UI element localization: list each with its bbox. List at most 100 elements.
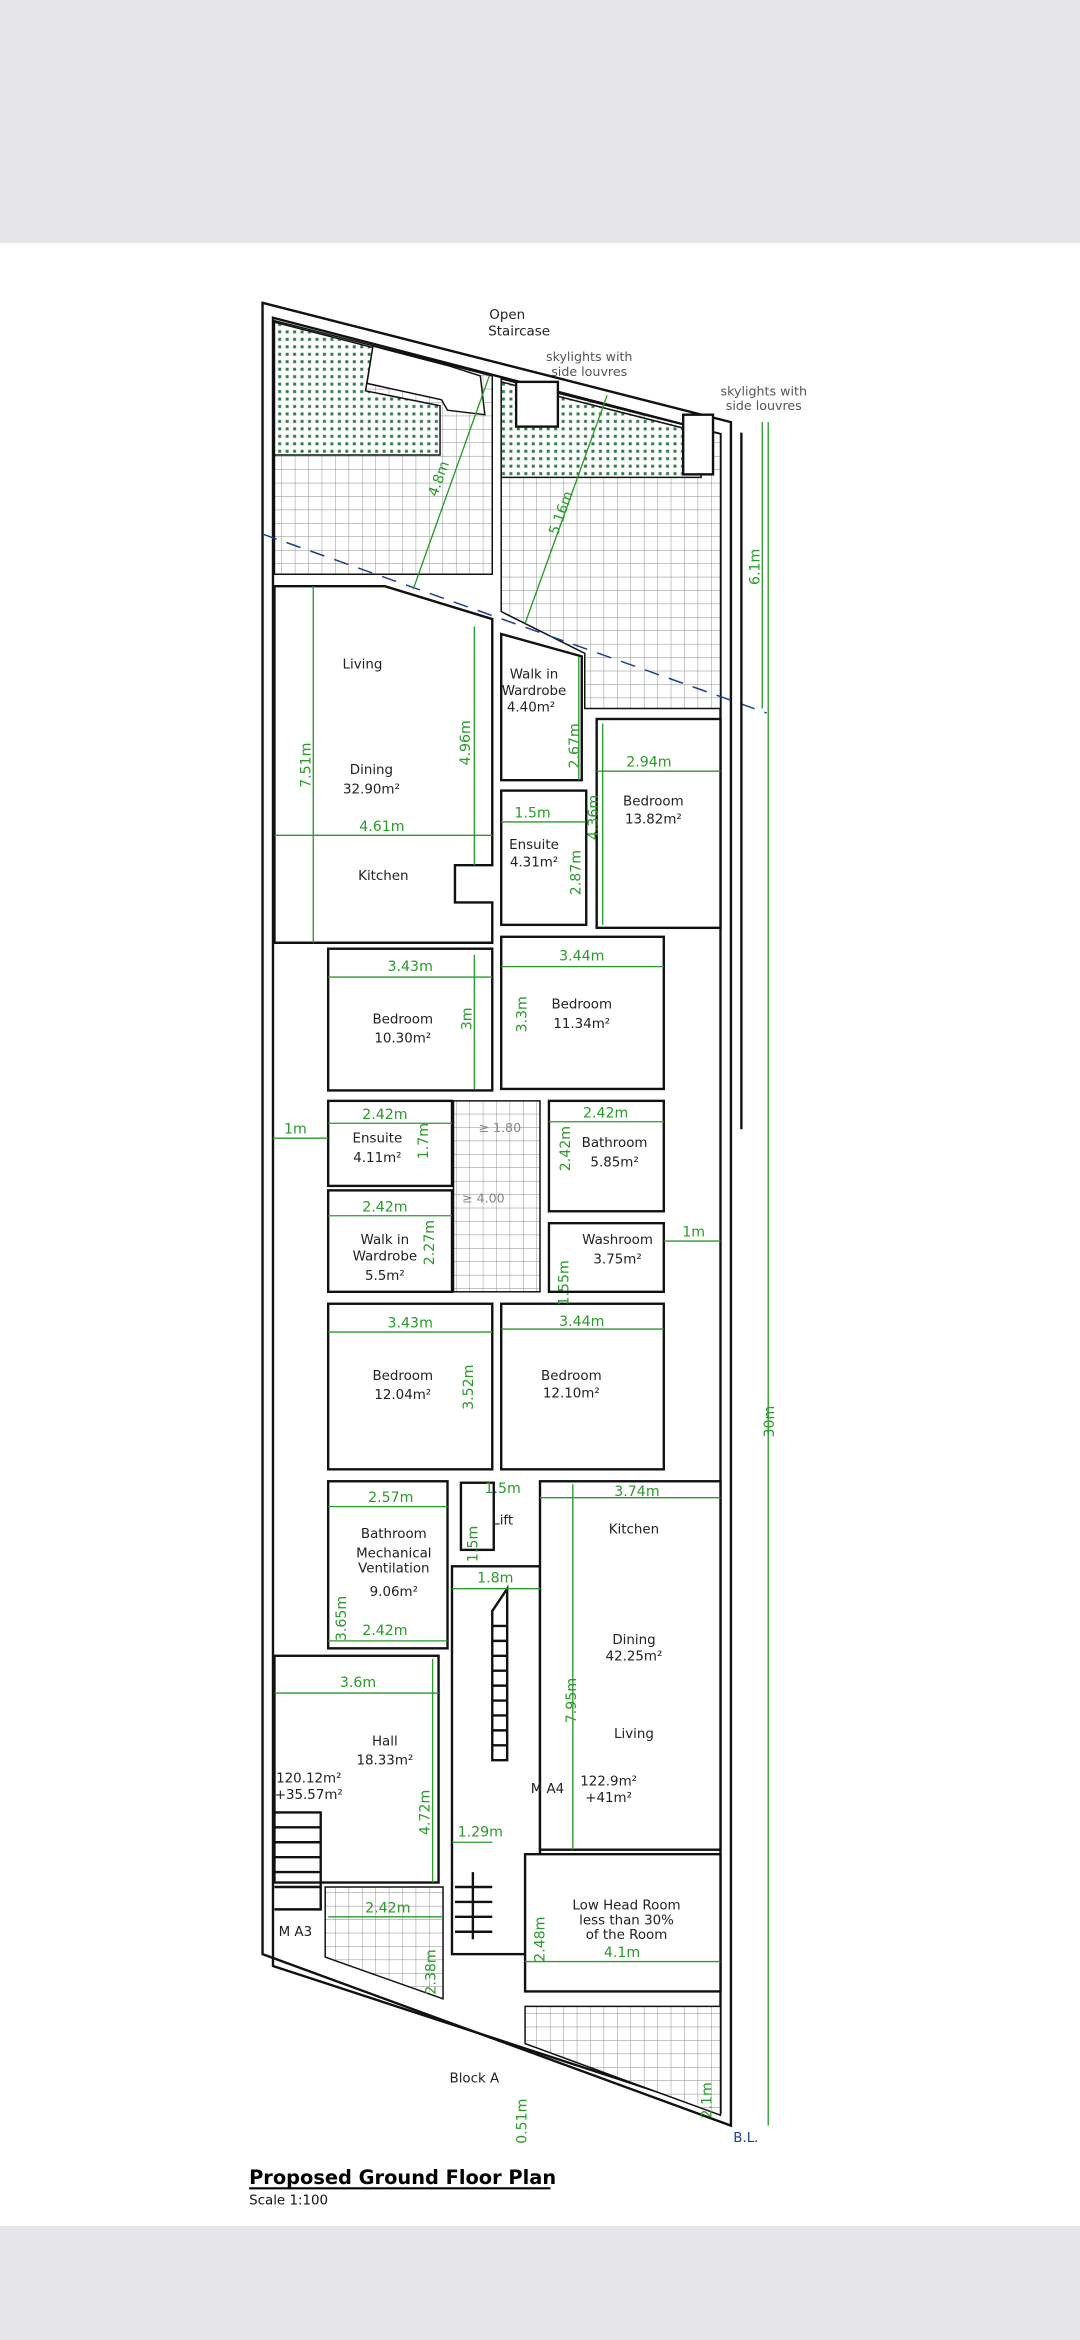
dim: 3.43m <box>388 1316 433 1332</box>
room-label: Mechanical <box>356 1546 431 1561</box>
room-label: Bedroom <box>551 997 612 1012</box>
dim: 4.96m <box>458 720 474 765</box>
open-staircase-label: Staircase <box>488 325 550 340</box>
dim: 2.42m <box>558 1126 574 1171</box>
room-area: 4.31m² <box>510 856 558 871</box>
room-area: 12.04m² <box>374 1388 431 1403</box>
dim: 4.61m <box>359 819 404 835</box>
room-label: Hall <box>372 1734 398 1749</box>
room-label: of the Room <box>586 1928 668 1943</box>
room-label: Walk in <box>361 1233 410 1248</box>
room-label: Bathroom <box>361 1527 427 1542</box>
room-bathroom-2 <box>326 1480 449 1650</box>
dim: 2.57m <box>368 1490 413 1506</box>
room-area: 18.33m² <box>356 1754 413 1769</box>
unit-area: +35.57m² <box>275 1788 343 1803</box>
room-area: 11.34m² <box>553 1017 610 1032</box>
room-bedroom-1 <box>595 717 722 930</box>
dim: 2.38m <box>424 1949 440 1994</box>
dim: 3.65m <box>334 1596 350 1641</box>
drawing-scale: Scale 1:100 <box>249 2194 328 2209</box>
room-label: Wardrobe <box>502 684 567 699</box>
skylight-label: skylights with <box>721 383 807 398</box>
skylight-2 <box>682 413 715 476</box>
room-area: 9.06m² <box>370 1585 418 1600</box>
room-bathroom-1 <box>547 1099 665 1213</box>
room-bedroom-2 <box>326 947 494 1092</box>
skylight-label: side louvres <box>726 398 802 413</box>
dim: 1.5m <box>465 1526 481 1562</box>
dim: 3.44m <box>559 949 604 965</box>
open-staircase-label: Open <box>489 308 525 323</box>
dim: 1.5m <box>485 1481 521 1497</box>
stair-flight <box>491 1584 509 1762</box>
dim: 2.48m <box>532 1917 548 1962</box>
room-label: Dining <box>612 1633 655 1648</box>
room-area: 42.25m² <box>606 1649 663 1664</box>
room-label: Wardrobe <box>353 1249 418 1264</box>
room-label: Dining <box>350 763 393 778</box>
dim: 2.87m <box>568 850 584 895</box>
skylight-1 <box>514 380 560 428</box>
stair-flight-lower <box>454 1872 493 1940</box>
dim: 30m <box>762 1406 778 1438</box>
dim: 1.8m <box>477 1571 513 1587</box>
dim: 2.42m <box>362 1623 407 1639</box>
room-area: 10.30m² <box>374 1032 431 1047</box>
dim: 3.44m <box>559 1314 604 1330</box>
unit-label: M A4 <box>531 1782 565 1797</box>
dim: 1.7m <box>416 1123 432 1159</box>
unit-area: +41m² <box>585 1791 632 1806</box>
room-low-head-room <box>523 1852 722 1993</box>
dim: 4.1m <box>604 1945 640 1961</box>
room-walk-in-wardrobe-1 <box>500 632 583 782</box>
room-label: Bathroom <box>582 1136 648 1151</box>
room-label: Ventilation <box>358 1561 429 1576</box>
room-label: Low Head Room <box>572 1898 680 1913</box>
unit-area: 120.12m² <box>276 1772 341 1787</box>
room-label: Ensuite <box>353 1132 403 1147</box>
dim: 2.67m <box>567 723 583 768</box>
dim: 0.51m <box>515 2099 531 2144</box>
dim: 3.3m <box>515 996 531 1032</box>
dim: 1.29m <box>458 1824 503 1840</box>
dim: 2.42m <box>583 1105 628 1121</box>
room-area: 13.82m² <box>625 812 682 827</box>
unit-label: M A3 <box>279 1925 313 1940</box>
room-area: 5.85m² <box>590 1156 638 1171</box>
dim: 1m <box>284 1122 307 1138</box>
room-washroom <box>547 1222 665 1294</box>
dim: 3.74m <box>614 1484 659 1500</box>
room-label: Living <box>614 1727 654 1742</box>
room-label: Kitchen <box>609 1522 659 1537</box>
room-kitchen-dining-living-2 <box>538 1480 722 1851</box>
room-area: 32.90m² <box>343 783 400 798</box>
dim: 4.72m <box>418 1790 434 1835</box>
dim: 2.42m <box>362 1199 407 1215</box>
skylight-label: skylights with <box>546 349 632 364</box>
room-label: Ensuite <box>509 838 559 853</box>
dim: 3.43m <box>388 959 433 975</box>
dimension-lines <box>272 375 769 2126</box>
room-bedroom-3 <box>500 935 665 1091</box>
room-label: Kitchen <box>358 869 408 884</box>
room-label: Bedroom <box>372 1012 433 1027</box>
skylight-label: side louvres <box>551 364 627 379</box>
stair-hall <box>274 1811 322 1911</box>
dim: 3m <box>459 1007 475 1030</box>
room-label: Bedroom <box>372 1369 433 1384</box>
room-area: 5.5m² <box>365 1269 405 1284</box>
block-label: Block A <box>450 2071 501 2086</box>
dim: 2.27m <box>422 1220 438 1265</box>
room-label: Bedroom <box>541 1369 602 1384</box>
building-line-label: B.L. <box>733 2131 758 2146</box>
boundary-line <box>262 533 767 714</box>
room-label: Washroom <box>582 1233 653 1248</box>
room-walk-in-wardrobe-2 <box>326 1189 454 1294</box>
unit-area: 122.9m² <box>580 1775 637 1790</box>
corridor-lobby <box>452 1100 541 1293</box>
corridor-length-note: ≥ 4.00 <box>462 1190 505 1205</box>
outer-wall <box>261 301 733 2128</box>
room-area: 12.10m² <box>543 1387 600 1402</box>
dim: 2.42m <box>362 1107 407 1123</box>
